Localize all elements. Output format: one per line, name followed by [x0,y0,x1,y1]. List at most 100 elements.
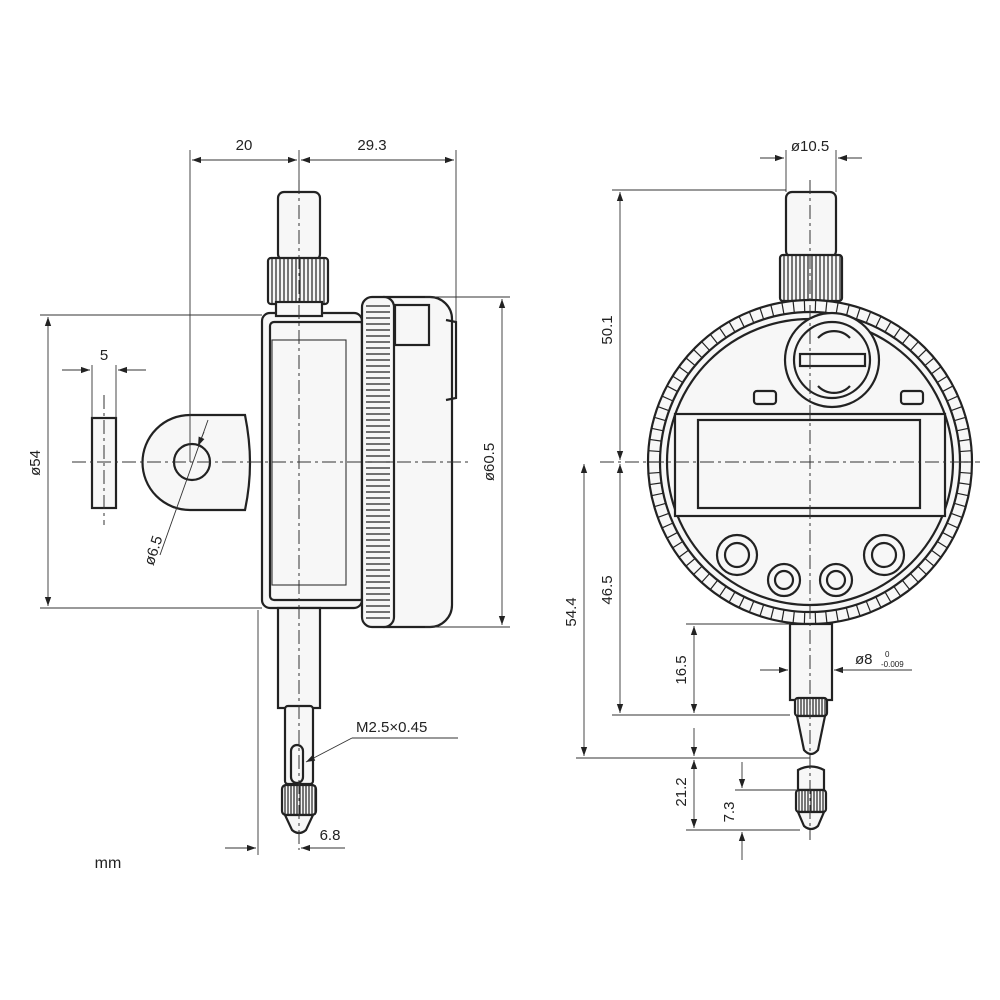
bezel-knurl-line [959,471,972,474]
bezel-knurl-line [781,609,785,622]
bezel-knurl-line [825,300,828,313]
bezel-knurl-line [648,471,661,474]
bezel-knurl-line [865,600,872,613]
screw [289,743,305,785]
bezel-knurl-line [875,316,882,328]
bezel-knurl-line [649,438,662,442]
button-4 [862,533,906,577]
unit-label: mm [95,855,122,872]
bezel-knurl-line [855,604,861,617]
dim-16-5: 16.5 [673,655,690,684]
button-2 [766,562,802,598]
dim-46-5: 46.5 [599,575,616,604]
bezel-knurl-line [946,395,959,402]
bezel-knurl-line [884,321,892,333]
bezel-knurl-line [759,307,765,320]
bezel-knurl-line [651,492,664,497]
bezel-knurl-line [657,512,670,518]
bezel-knurl-line [678,366,690,375]
bezel-knurl-line [958,438,971,442]
dim-7-3: 7.3 [721,802,738,823]
bezel-knurl-line [701,573,711,583]
bezel-knurl-line [909,341,919,351]
bezel-knurl-line [661,522,674,529]
tol-lower: -0.009 [881,660,904,669]
bezel-knurl-line [956,492,969,497]
bezel-knurl-line [956,427,969,432]
bezel-knurl-line [924,557,935,567]
bezel-knurl-line [657,406,670,412]
bezel-knurl-line [875,596,882,608]
dim-50-1: 50.1 [599,315,616,344]
side-view: 20 29.3 5 ø54 ø6.5 ø60.5 M2.5×0.45 6.8 m… [27,137,510,872]
bezel-knurl-line [835,609,839,622]
bezel-knurl-line [936,540,948,549]
bezel-knurl-line [685,557,696,567]
bezel-knurl-line [709,333,719,345]
dim-21-2: 21.2 [673,777,690,806]
bezel-knurl-line [954,416,966,422]
bezel-knurl-line [648,450,661,453]
dim-o6-5: ø6.5 [141,534,166,568]
bezel-knurl-line [946,522,959,529]
bezel-knurl-line [748,311,755,324]
dim-5: 5 [100,347,108,364]
bezel-knurl-line [649,482,662,486]
bezel-knurl-line [672,540,684,549]
bezel-knurl-line [950,406,963,412]
bezel-knurl-line [792,300,795,313]
bezel-knurl-line [654,416,666,422]
bezel-knurl-line [685,357,696,367]
bezel-knurl-line [950,512,963,518]
tol-upper: 0 [885,650,890,659]
bezel-knurl-line [936,375,948,384]
front-top-knurl [778,253,844,303]
bezel-knurl-line [917,565,927,575]
front-top-cap [784,190,838,259]
bezel-knurl-line [865,311,872,324]
button-3 [818,562,854,598]
bezel-knurl-line [709,579,719,591]
bezel-knurl-line [855,307,861,320]
bezel-knurl-line [651,427,664,432]
bezel-knurl-line [701,341,711,351]
bezel-knurl-line [748,600,755,613]
dim-20: 20 [236,137,253,154]
bezel-knurl-line [792,611,795,624]
bezel-knurl-line [845,607,850,620]
bezel-knurl-line [893,327,902,338]
lcd-screen [696,418,922,510]
top-knurl [266,256,330,306]
bezel-knurl-line [901,579,911,591]
bezel-knurl-line [958,482,971,486]
bezel-knurl-line [666,385,678,393]
bezel-knurl-line [666,531,678,539]
bezel-knurl-line [661,395,674,402]
dim-o10-5: ø10.5 [791,138,829,155]
bezel-knurl-line [924,357,935,367]
origin-knob [783,311,881,409]
bezel-knurl-line [917,349,927,359]
bezel-knurl-line [909,573,919,583]
front-stem [788,622,834,702]
bezel-knurl-line [693,565,703,575]
left-indicator [752,389,778,406]
bezel-knurl-line [959,450,972,453]
bezel-knurl-line [672,375,684,384]
body-back [260,311,364,610]
bezel-knurl-line [718,327,727,338]
bezel-knurl-line [930,366,942,375]
bezel-knurl-line [770,304,775,317]
dim-6-8: 6.8 [320,827,341,844]
bezel-knurl-line [942,385,954,393]
bezel-knurl-line [728,321,736,333]
bezel-knurl-line [718,586,727,597]
bezel-knurl-line [893,586,902,597]
bezel-knurl-line [884,591,892,603]
dim-54-4: 54.4 [563,597,580,626]
dim-o8: ø8 [855,651,873,668]
bezel-knurl-line [954,502,966,508]
bezel-knurl-line [942,531,954,539]
button-1 [715,533,759,577]
